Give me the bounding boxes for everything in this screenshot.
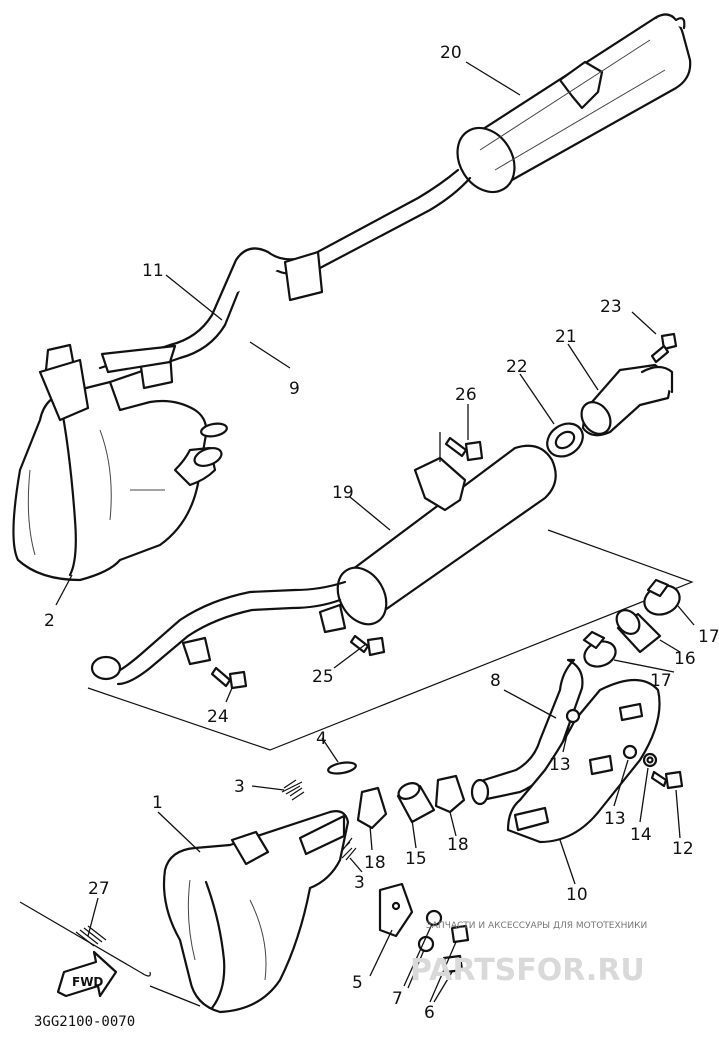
clamp-18a (356, 786, 388, 830)
callout-13a: 13 (549, 755, 571, 775)
bolt-25 (349, 634, 386, 657)
watermark: ЗАПЧАСТИ И АКСЕССУАРЫ ДЛЯ МОТОТЕХНИКИ PA… (410, 921, 647, 988)
expansion-chamber-1 (162, 810, 350, 1014)
bracket-5 (378, 882, 414, 938)
gasket-22 (546, 422, 584, 458)
callout-3b: 3 (354, 873, 365, 893)
callout-24: 24 (207, 707, 229, 727)
callout-3a: 3 (234, 777, 245, 797)
dashed-box-outline (87, 529, 694, 751)
callouts: 20 11 9 2 19 23 21 22 26 25 24 17 16 17 … (44, 43, 719, 1023)
callout-2: 2 (44, 611, 55, 631)
callout-14: 14 (630, 825, 652, 845)
bolt-23 (650, 332, 678, 364)
expansion-chamber-2 (12, 343, 228, 582)
bolt-26 (444, 436, 484, 462)
gasket-4 (327, 761, 357, 775)
muffler-19 (318, 444, 557, 634)
callout-4: 4 (316, 729, 327, 749)
washer-7a (425, 909, 443, 927)
callout-12: 12 (672, 839, 694, 859)
callout-25: 25 (312, 667, 334, 687)
fwd-label: FWD (72, 975, 103, 989)
bolt-6a (450, 924, 470, 944)
callout-22: 22 (506, 357, 528, 377)
callout-8: 8 (490, 671, 501, 691)
callout-17a: 17 (698, 627, 719, 647)
fwd-arrow: FWD (56, 950, 118, 998)
callout-1: 1 (152, 793, 163, 813)
callout-27: 27 (88, 879, 110, 899)
clamp-17a (643, 578, 681, 616)
callout-11: 11 (142, 261, 164, 281)
clamp-17b (582, 630, 617, 668)
pipe-8 (470, 658, 584, 806)
spring-3a (281, 779, 305, 801)
callout-26: 26 (455, 385, 477, 405)
washer-14 (642, 752, 658, 768)
callout-9: 9 (289, 379, 300, 399)
leader-lines (55, 61, 695, 1007)
tail-pipe-24 (90, 580, 347, 686)
bolt-12 (650, 770, 684, 790)
watermark-caption: ЗАПЧАСТИ И АКСЕССУАРЫ ДЛЯ МОТОТЕХНИКИ (426, 921, 647, 931)
clamp-18b (434, 774, 466, 814)
callout-6: 6 (424, 1003, 435, 1023)
callout-20: 20 (440, 43, 462, 63)
joint-15 (396, 782, 436, 824)
spring-27 (19, 901, 151, 977)
heat-shield-10 (506, 679, 661, 844)
callout-17b: 17 (650, 671, 672, 691)
callout-10: 10 (566, 885, 588, 905)
spring-3b (337, 837, 357, 861)
callout-18b: 18 (447, 835, 469, 855)
callout-21: 21 (555, 327, 577, 347)
nut-13b (622, 744, 638, 760)
callout-16: 16 (674, 649, 696, 669)
drawing-code: 3GG2100-0070 (34, 1014, 135, 1030)
callout-18a: 18 (364, 853, 386, 873)
collar-16 (615, 609, 662, 654)
callout-15: 15 (405, 849, 427, 869)
pipe-21 (580, 363, 674, 437)
callout-23: 23 (600, 297, 622, 317)
muffler-20 (456, 13, 692, 194)
bolt-24b (210, 666, 248, 690)
callout-19: 19 (332, 483, 354, 503)
callout-7: 7 (392, 989, 403, 1009)
tail-pipe-11 (98, 168, 472, 390)
watermark-brand: PARTSFOR.RU (410, 953, 645, 988)
callout-13b: 13 (604, 809, 626, 829)
nut-13a (565, 708, 581, 724)
callout-5: 5 (352, 973, 363, 993)
